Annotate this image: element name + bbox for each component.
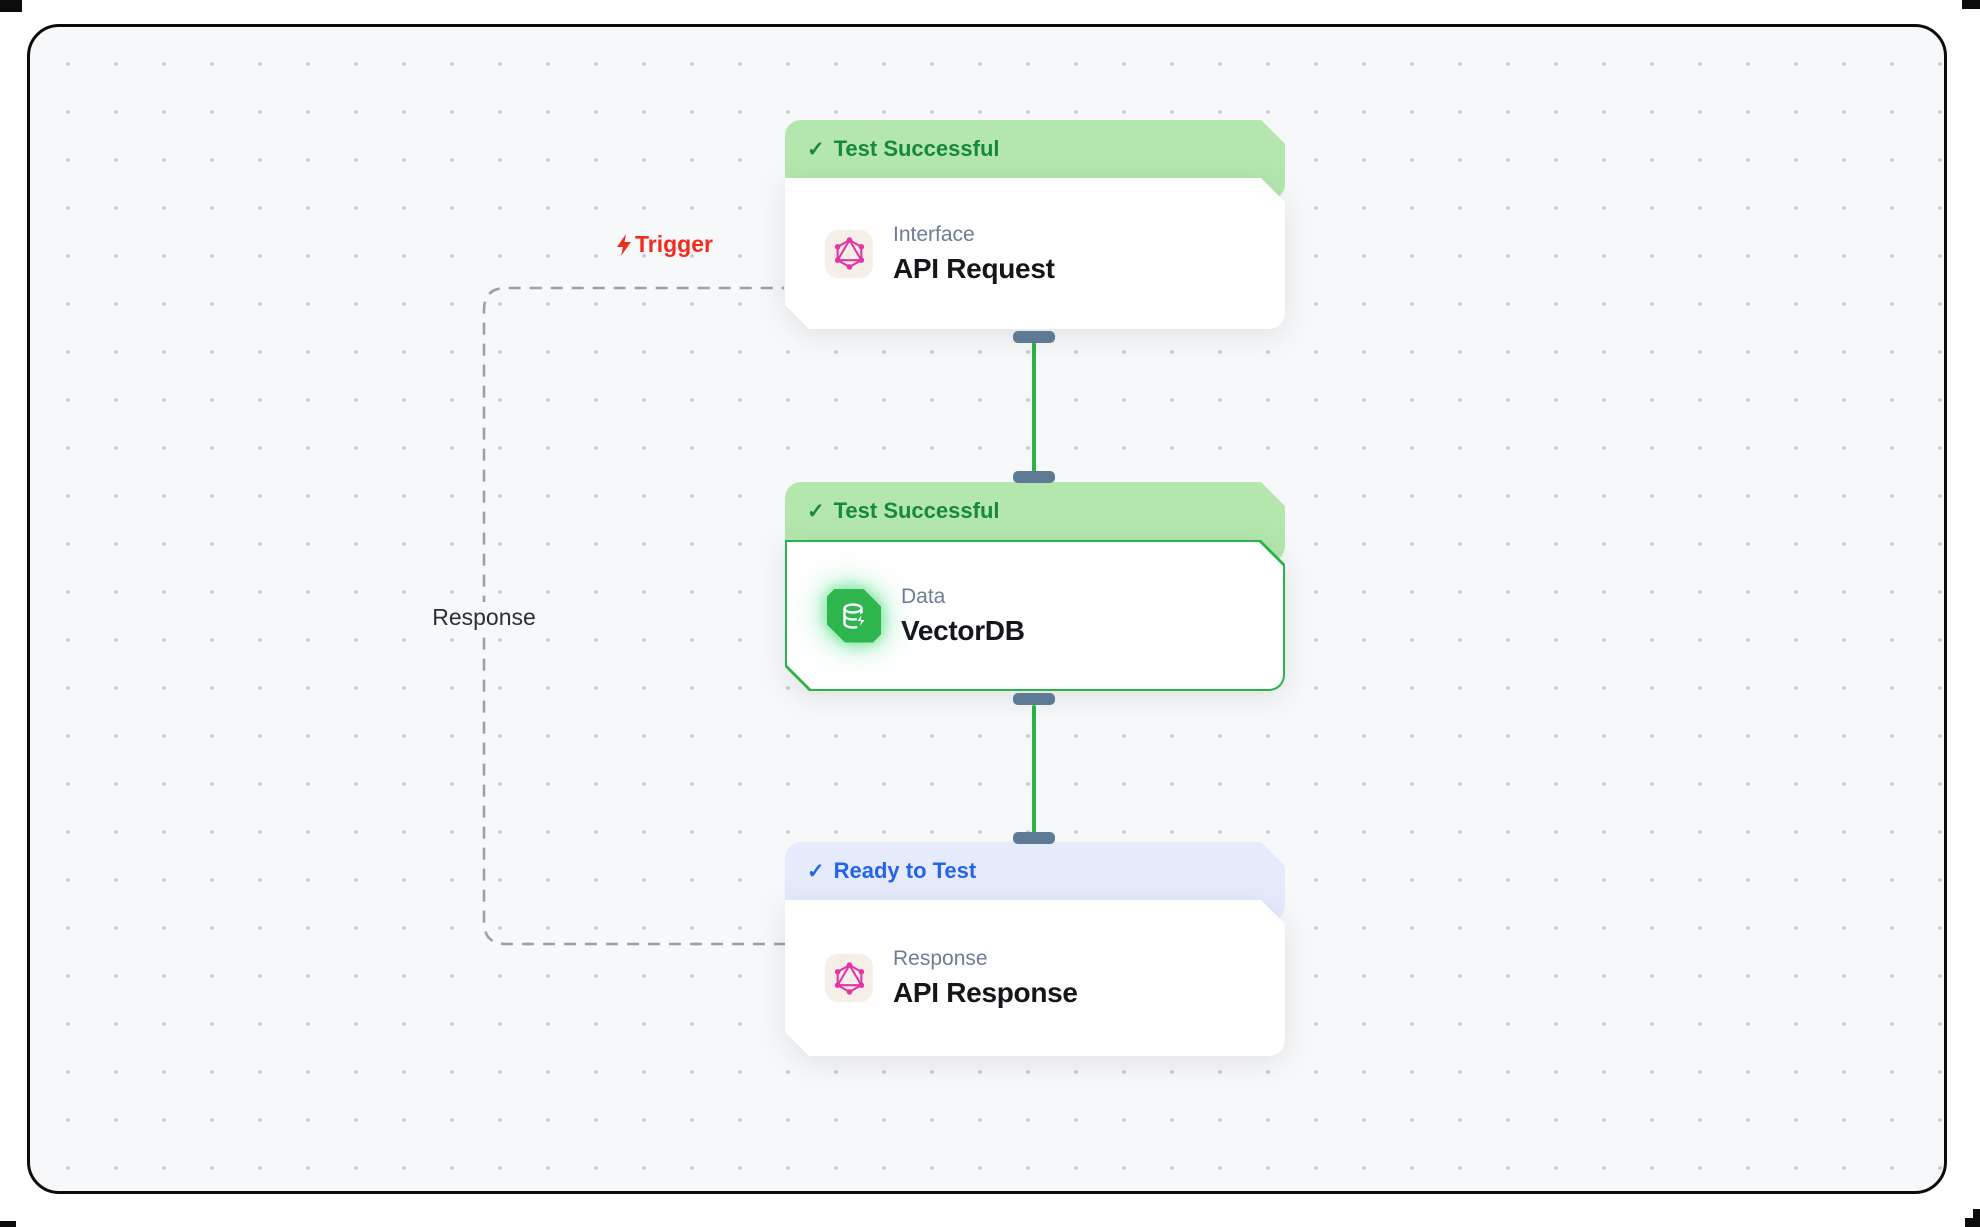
frame-corner-mark	[1973, 1209, 1980, 1227]
node-title: API Response	[893, 977, 1078, 1008]
status-badge: ✓ Test Successful	[785, 120, 1285, 178]
trigger-edge-label: Trigger	[614, 231, 713, 258]
node-title: VectorDB	[901, 614, 1025, 646]
selected-node-border: Data VectorDB	[785, 540, 1285, 691]
status-badge: ✓ Ready to Test	[785, 842, 1285, 900]
check-icon: ✓	[807, 137, 825, 161]
status-badge: ✓ Test Successful	[785, 482, 1285, 540]
node-vectordb[interactable]: ✓ Test Successful	[785, 482, 1285, 695]
node-icon-tile	[825, 954, 873, 1002]
frame-corner-mark	[1965, 1218, 1980, 1227]
port-api-response-input[interactable]	[1013, 832, 1055, 844]
node-icon-tile	[825, 230, 873, 278]
node-icon-tile	[827, 589, 881, 643]
node-card-body[interactable]: Data VectorDB	[787, 542, 1283, 689]
frame-corner-mark	[1962, 0, 1980, 9]
connector-api-request-to-vectordb[interactable]	[1032, 342, 1036, 473]
node-card-body[interactable]: Response API Response	[785, 900, 1285, 1056]
node-card-body[interactable]: Interface API Request	[785, 178, 1285, 329]
node-api-request[interactable]: ✓ Test Successful Interface	[785, 120, 1285, 333]
node-api-response[interactable]: ✓ Ready to Test Response	[785, 842, 1285, 1058]
check-icon: ✓	[807, 499, 825, 523]
port-api-request-output[interactable]	[1013, 331, 1055, 343]
status-text: Test Successful	[833, 136, 1000, 161]
response-edge-label: Response	[424, 602, 544, 633]
trigger-edge-label-text: Trigger	[635, 231, 713, 257]
connector-vectordb-to-api-response[interactable]	[1032, 705, 1036, 834]
lightning-icon	[617, 233, 631, 256]
graphql-icon	[833, 237, 866, 270]
node-icon-glow	[827, 589, 881, 643]
database-icon	[838, 600, 870, 632]
node-category: Response	[893, 947, 988, 970]
status-text: Ready to Test	[833, 858, 977, 883]
node-category: Data	[901, 584, 946, 608]
node-category: Interface	[893, 222, 975, 246]
graphql-icon	[833, 962, 866, 995]
frame-corner-mark	[0, 1221, 16, 1227]
frame-corner-mark	[0, 0, 22, 12]
check-icon: ✓	[807, 859, 825, 883]
status-text: Test Successful	[833, 498, 1000, 523]
port-vectordb-input[interactable]	[1013, 471, 1055, 483]
node-title: API Request	[893, 252, 1055, 284]
port-vectordb-output[interactable]	[1013, 693, 1055, 705]
